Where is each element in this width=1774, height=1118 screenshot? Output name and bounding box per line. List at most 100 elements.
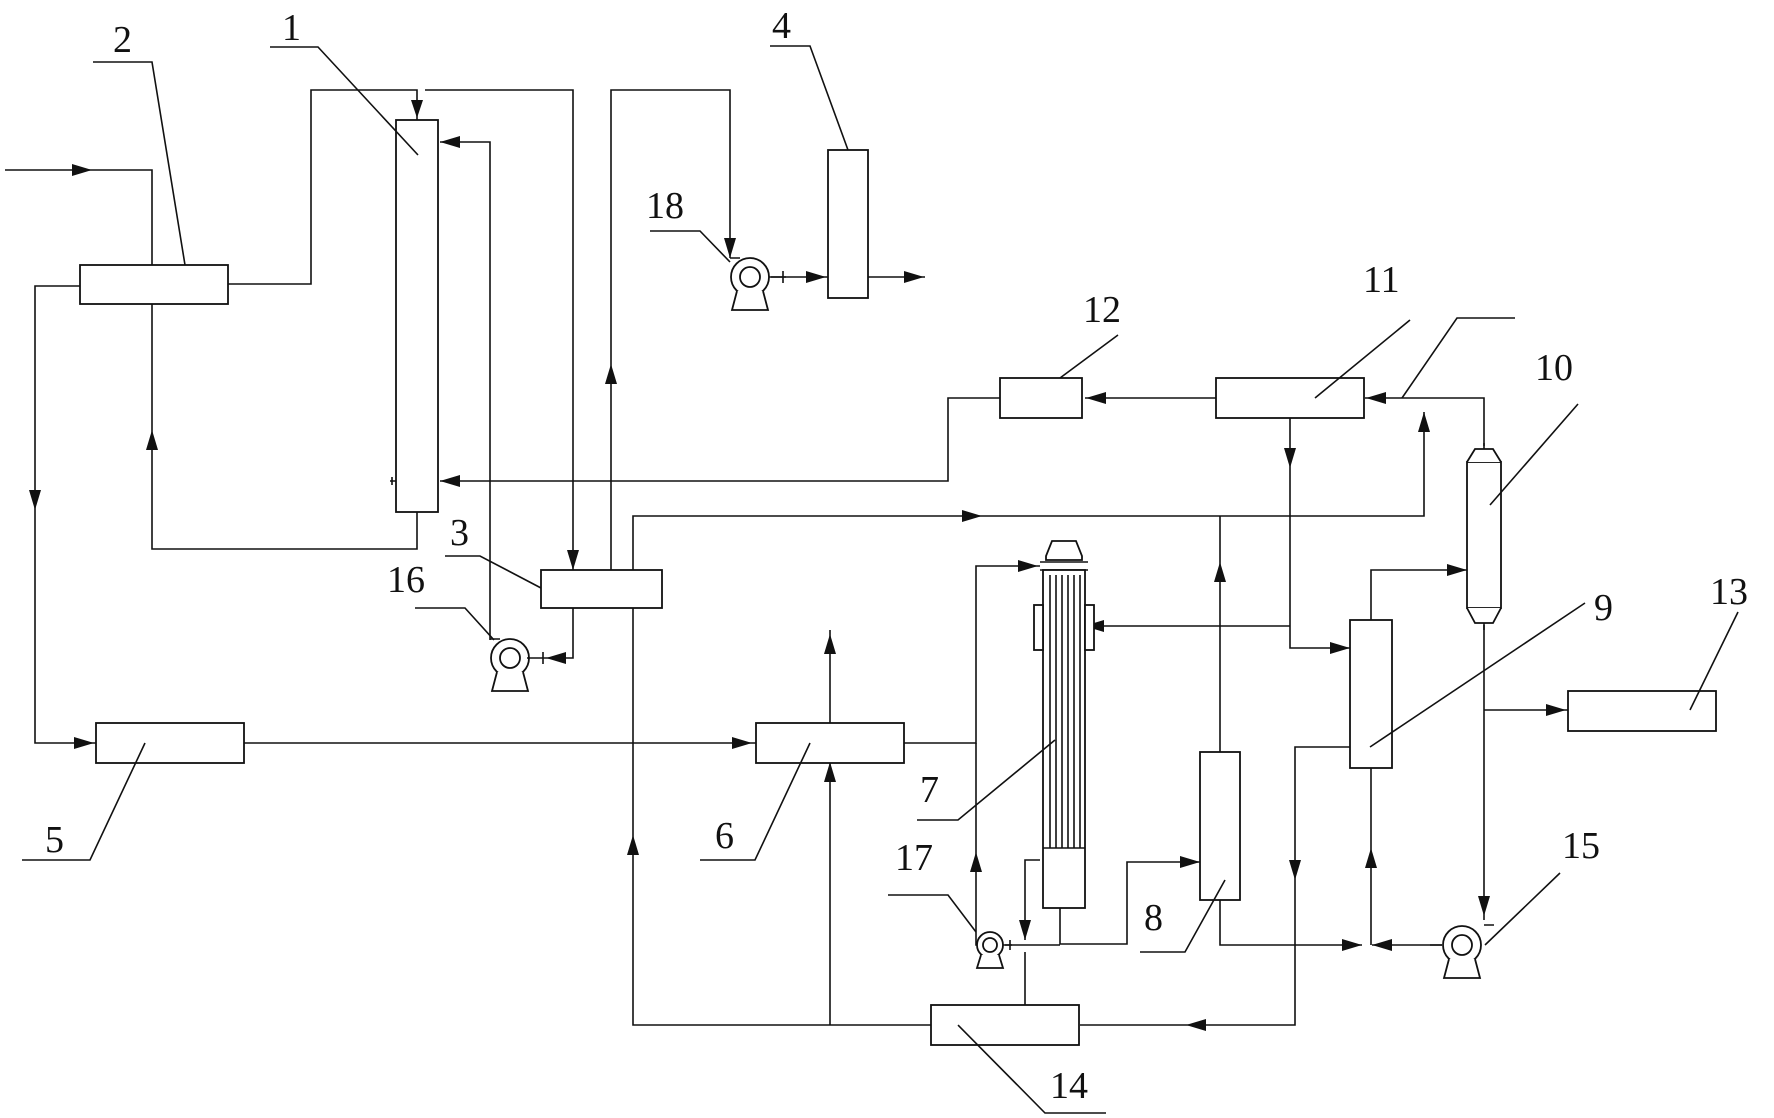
unit-11: [1215, 377, 1365, 419]
pipes: [5, 89, 1568, 1031]
unit-5: [95, 722, 245, 764]
arrow: [1342, 939, 1362, 951]
arrow: [1180, 856, 1200, 868]
arrow: [962, 510, 982, 522]
leader-17: [888, 894, 977, 933]
arrow: [1365, 848, 1377, 868]
arrow: [411, 100, 423, 118]
pump-17: [975, 931, 1012, 969]
leader-12: [1059, 334, 1119, 379]
leader-11: [1314, 319, 1411, 399]
label-17: 17: [895, 837, 933, 879]
unit-12: [999, 377, 1083, 419]
arrow: [1018, 560, 1038, 572]
arrow: [1086, 392, 1106, 404]
labels: 1 2 3 4 5 6 7 8 9 10 11 12 13 14 15 16 1…: [45, 5, 1748, 1107]
equipment: [79, 119, 1717, 1046]
arrow: [1330, 642, 1350, 654]
unit-2: [79, 264, 229, 305]
unit-9: [1349, 619, 1393, 769]
arrow: [1214, 562, 1226, 582]
arrow: [567, 550, 579, 570]
arrow: [1418, 412, 1430, 432]
label-15: 15: [1562, 825, 1600, 867]
label-11: 11: [1363, 259, 1400, 301]
arrow: [146, 430, 158, 450]
leader-10: [1489, 403, 1579, 506]
arrow: [1372, 939, 1392, 951]
pipe-3-to-16: [546, 607, 574, 659]
pipe-7-to-17: [1024, 859, 1040, 940]
column-1-nozzle: [390, 477, 396, 485]
pipe-10-to-11: [1365, 397, 1485, 446]
pipe-1-top-to-3: [425, 89, 574, 570]
leader-5: [22, 742, 146, 861]
arrow: [1366, 392, 1386, 404]
pump-15: [1430, 924, 1494, 979]
label-5: 5: [45, 819, 64, 861]
leader-2: [93, 61, 186, 266]
arrow: [732, 737, 752, 749]
unit-13: [1567, 690, 1717, 732]
pipe-16-to-1-reflux: [440, 141, 491, 640]
arrow: [440, 136, 460, 148]
pump-16: [490, 638, 546, 692]
leader-15: [1484, 872, 1561, 946]
pipe-9-to-10: [1370, 569, 1467, 620]
arrow: [1186, 1019, 1206, 1031]
arrow: [1478, 896, 1490, 916]
pump-18: [730, 257, 786, 311]
leader-14: [957, 1024, 1106, 1114]
leader-16: [415, 607, 495, 641]
leader-lines: [22, 45, 1739, 1114]
arrow: [806, 271, 826, 283]
leader-9: [1369, 602, 1586, 748]
pipe-7-to-8: [1059, 861, 1200, 945]
label-9: 9: [1594, 587, 1613, 629]
pipe-12-to-1: [440, 397, 1000, 482]
reactor-7: [1033, 540, 1095, 909]
pipe-6-to-7: [903, 565, 1040, 744]
pipe-14-to-header: [632, 412, 1425, 1026]
arrow: [904, 271, 924, 283]
label-6: 6: [715, 815, 734, 857]
arrow: [1447, 564, 1467, 576]
column-1: [395, 119, 439, 513]
arrow: [1019, 920, 1031, 940]
leader-6: [700, 742, 811, 861]
pipe-3-to-18: [610, 89, 731, 570]
pipe-2-to-5: [34, 285, 96, 744]
label-12: 12: [1083, 289, 1121, 331]
unit-3: [540, 569, 663, 609]
unit-4: [827, 149, 869, 299]
label-8: 8: [1144, 897, 1163, 939]
label-14: 14: [1050, 1065, 1088, 1107]
label-18: 18: [646, 185, 684, 227]
unit-6: [755, 722, 905, 764]
arrow: [824, 762, 836, 782]
arrow: [440, 475, 460, 487]
arrow: [1546, 704, 1566, 716]
label-2: 2: [113, 19, 132, 61]
pipe-1-bottom-to-2: [151, 303, 418, 550]
leader-13: [1689, 611, 1739, 711]
unit-14: [930, 1004, 1080, 1046]
arrow: [1284, 448, 1296, 468]
label-4: 4: [772, 5, 791, 47]
feed-line: [5, 169, 153, 265]
leader-3: [445, 555, 542, 589]
leader-8: [1140, 879, 1226, 953]
arrow: [824, 634, 836, 654]
label-3: 3: [450, 512, 469, 554]
label-1: 1: [282, 7, 301, 49]
arrow: [970, 852, 982, 872]
pipe-8-to-15: [1219, 900, 1362, 946]
pipe-2-to-1: [228, 89, 418, 285]
unit-8: [1199, 751, 1241, 901]
arrow: [724, 238, 736, 258]
arrow: [72, 164, 92, 176]
arrow: [74, 737, 94, 749]
label-10: 10: [1535, 347, 1573, 389]
